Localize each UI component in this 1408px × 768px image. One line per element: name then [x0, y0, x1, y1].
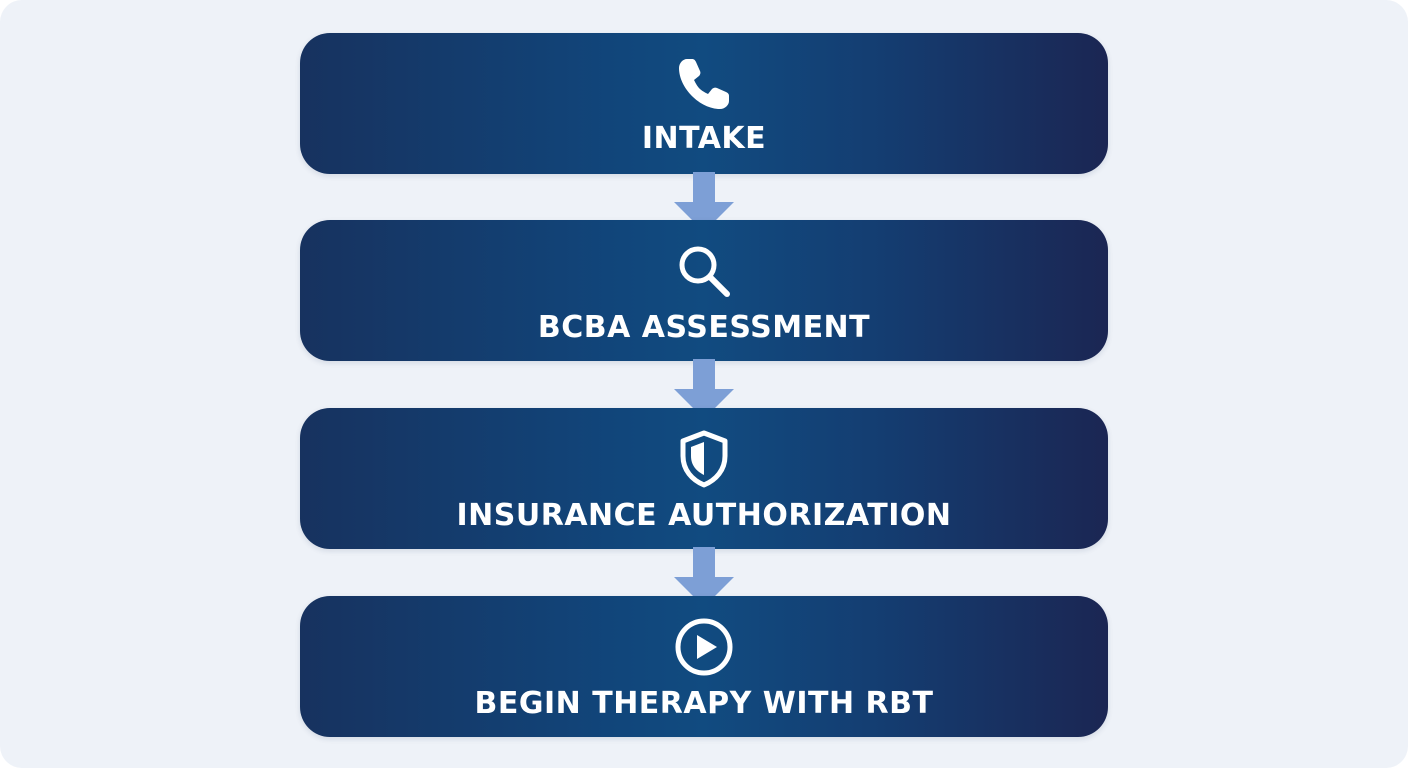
step-intake-label: INTAKE [641, 121, 767, 156]
step-therapy-label: BEGIN THERAPY WITH RBT [474, 686, 934, 721]
step-insurance-label: INSURANCE AUTHORIZATION [456, 498, 952, 533]
down-arrow-2 [674, 359, 734, 419]
search-icon [679, 246, 730, 297]
step-intake-box: INTAKE [300, 33, 1108, 174]
down-arrow-3 [674, 547, 734, 607]
play-circle-icon [675, 618, 733, 676]
shield-icon [680, 430, 728, 488]
step-assessment-box: BCBA ASSESSMENT [300, 220, 1108, 361]
step-insurance-box: INSURANCE AUTHORIZATION [300, 408, 1108, 549]
down-arrow-1 [674, 172, 734, 232]
step-assessment-label: BCBA ASSESSMENT [537, 310, 871, 345]
step-therapy-box: BEGIN THERAPY WITH RBT [300, 596, 1108, 737]
phone-icon [679, 59, 729, 109]
